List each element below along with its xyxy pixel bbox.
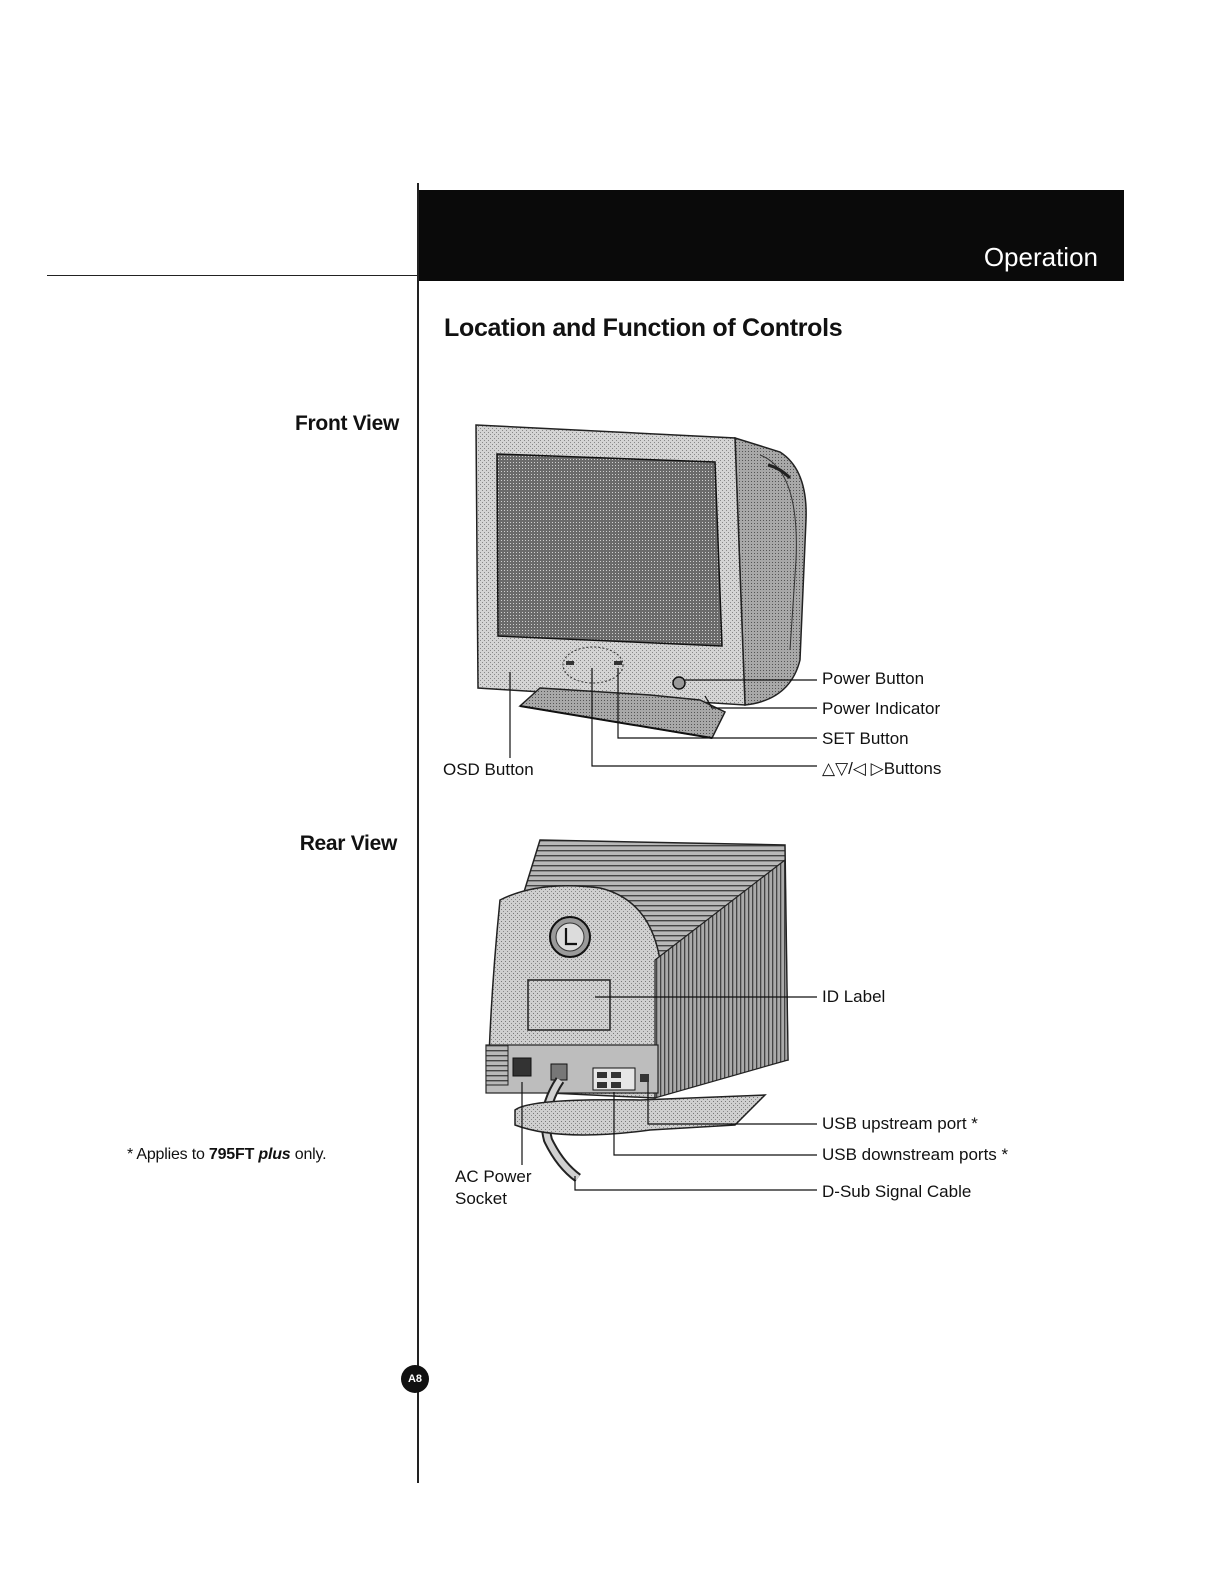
callout-power-indicator: Power Indicator xyxy=(822,699,940,719)
callout-osd-button: OSD Button xyxy=(443,760,534,780)
callout-id-label: ID Label xyxy=(822,987,885,1007)
page-number-badge: A8 xyxy=(401,1365,429,1393)
callout-set-button: SET Button xyxy=(822,729,909,749)
callout-ac-power-line2: Socket xyxy=(455,1189,507,1209)
callout-dsub-signal-cable: D-Sub Signal Cable xyxy=(822,1182,971,1202)
callout-arrow-buttons: △▽/◁ ▷Buttons xyxy=(822,759,941,779)
callout-usb-upstream-port: USB upstream port * xyxy=(822,1114,978,1134)
callout-power-button: Power Button xyxy=(822,669,924,689)
callout-ac-power-line1: AC Power xyxy=(455,1167,532,1187)
callout-usb-downstream-ports: USB downstream ports * xyxy=(822,1145,1008,1165)
